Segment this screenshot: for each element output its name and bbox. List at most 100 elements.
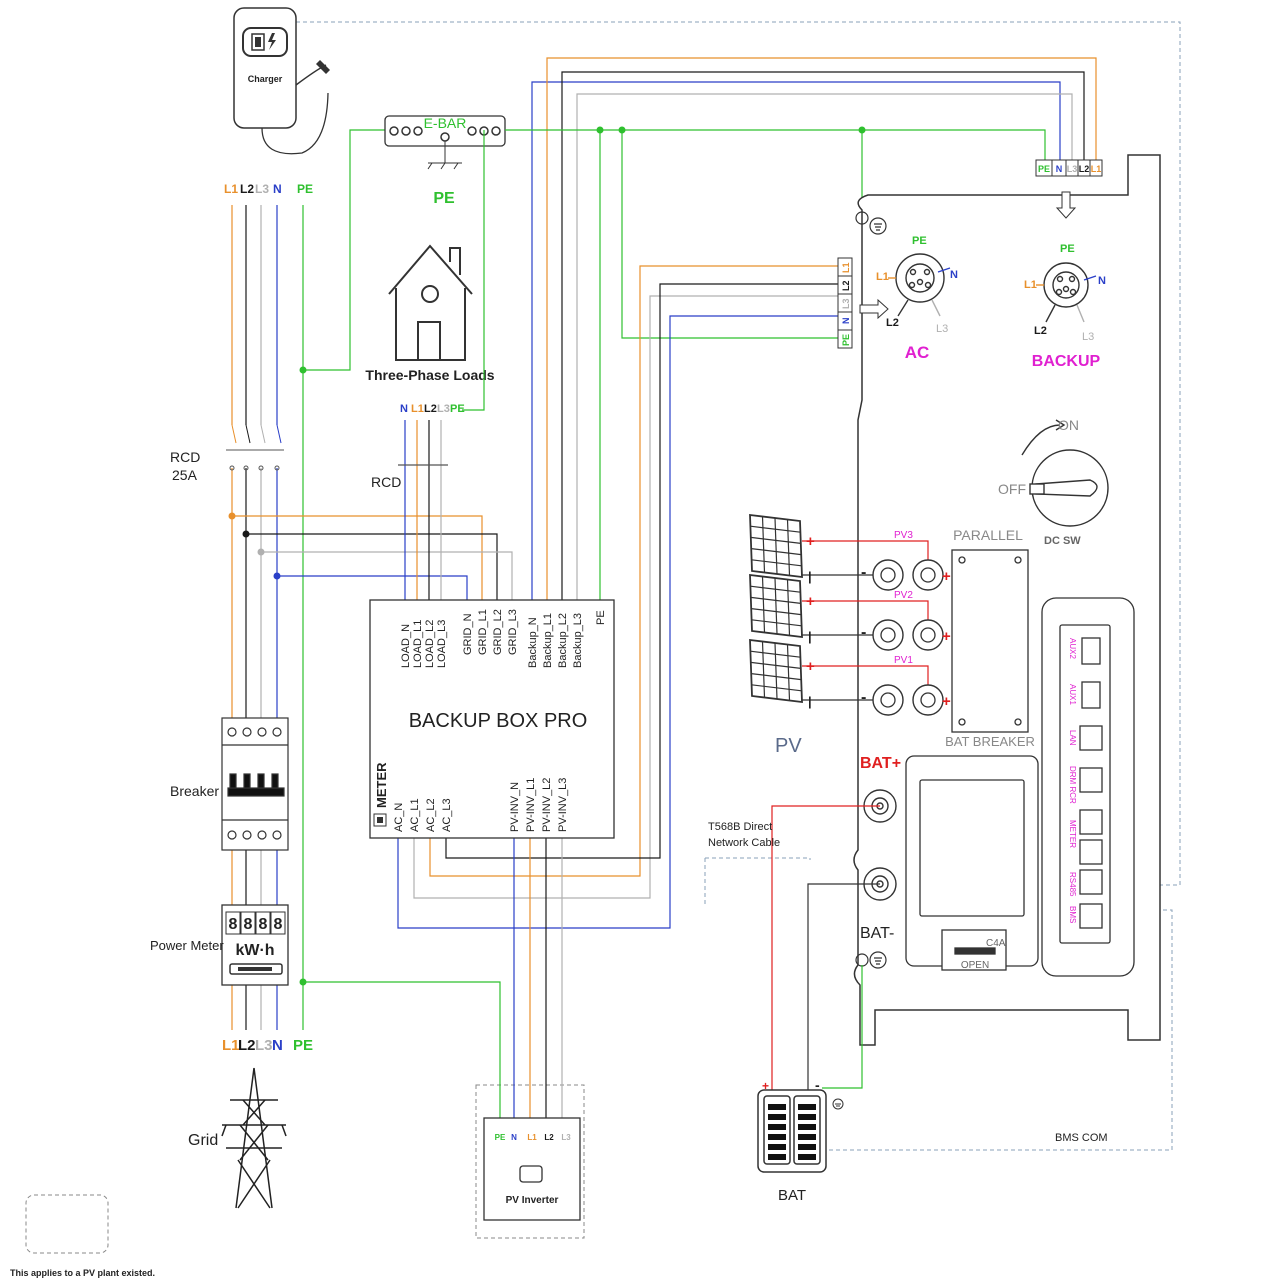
open-label: OPEN — [961, 960, 989, 971]
battery-plus: + — [762, 1079, 769, 1093]
backup-box — [369, 599, 615, 839]
bat-plus-label: BAT+ — [860, 755, 901, 772]
solar-panel-grid — [750, 585, 801, 593]
dc-switch — [1021, 419, 1109, 527]
backup-terminal-labels: PE N L3 L2 L1 — [1038, 164, 1101, 174]
ac-terminal-block — [837, 257, 853, 349]
pv-inverter-label: PV Inverter — [506, 1195, 559, 1206]
solar-panel-grid — [751, 684, 802, 692]
grid-l2: L2 — [238, 1037, 256, 1054]
backup-n: N — [1098, 275, 1106, 287]
meter-digit: 8 — [229, 916, 238, 933]
solar-panel-grid — [786, 644, 791, 701]
pv-minus-sign: - — [861, 689, 866, 706]
charger — [233, 7, 330, 155]
solar-panel-grid — [774, 642, 778, 700]
backup-term-n: N — [1056, 164, 1063, 174]
label-l3: L3 — [255, 182, 269, 196]
terminal-label: PV-INV_L1 — [525, 778, 537, 832]
loads-l1: L1 — [411, 403, 424, 415]
solar-panel-grid — [751, 673, 802, 681]
arrow-right-icon — [859, 298, 889, 320]
backup-box-meter-label: METER — [374, 762, 389, 808]
backup-pe: PE — [1060, 243, 1075, 255]
terminal-label: Backup_N — [527, 617, 539, 668]
three-phase-loads-label: Three-Phase Loads — [365, 367, 494, 383]
terminal-label: PV-INV_L2 — [541, 778, 553, 832]
pv-string-label: PV2 — [894, 590, 913, 601]
label-l1: L1 — [224, 182, 238, 196]
backup-connector-labels: PE L1 N L2 L3 — [1024, 243, 1106, 343]
pv-connector — [872, 684, 904, 716]
port-meter: METER — [1068, 820, 1077, 848]
pv-inv-l1: L1 — [527, 1133, 537, 1142]
pv-connector — [880, 567, 896, 583]
ac-term-l2: L2 — [841, 280, 851, 291]
solar-panel-grid — [751, 608, 802, 616]
pv-connector — [920, 627, 936, 643]
pv-plus-sign: + — [942, 628, 951, 645]
terminal-label: PE — [595, 610, 607, 625]
pv-plus-sign: + — [942, 568, 951, 585]
loads-l2: L2 — [424, 403, 437, 415]
pv-label: PV — [775, 735, 802, 757]
battery-breaker-box — [905, 755, 1039, 971]
battery-label: BAT — [778, 1187, 806, 1204]
port-lan: LAN — [1068, 730, 1077, 746]
pv-inverter — [483, 1117, 581, 1221]
backup-l3: L3 — [1082, 331, 1094, 343]
backup-term-l2: L2 — [1079, 164, 1090, 174]
terminal-label: AC_L1 — [409, 798, 421, 832]
backup-connector — [1036, 262, 1097, 323]
pv-plus-sign: + — [942, 693, 951, 710]
backup-box-bottom-terminals: AC_N AC_L1 AC_L2 AC_L3 PV-INV_N PV-INV_L… — [393, 778, 569, 832]
pv-minus-sign: - — [861, 624, 866, 641]
pv-connector — [880, 692, 896, 708]
loads-wires — [398, 130, 485, 600]
backup-wires — [397, 57, 1097, 1125]
meter-digits: 8 8 8 8 — [229, 916, 283, 933]
solar-panel-grid — [750, 596, 801, 604]
backup-term-l1: L1 — [1091, 164, 1102, 174]
solar-panel-grid — [750, 650, 801, 658]
rcd-main-line2: 25A — [172, 467, 198, 483]
ac-term-n: N — [841, 318, 851, 325]
ac-label: AC — [905, 343, 930, 362]
terminal-label: AC_L2 — [425, 798, 437, 832]
rcd-main-line1: RCD — [170, 449, 200, 465]
parallel-plate — [951, 549, 1029, 733]
power-meter — [221, 904, 289, 986]
rcd-main — [226, 424, 284, 471]
grid-tower-icon — [221, 1067, 287, 1209]
backup-label: BACKUP — [1032, 353, 1101, 370]
ac-connector-labels: PE L1 N L2 L3 — [876, 235, 958, 335]
terminal-label: LOAD_L1 — [412, 620, 424, 668]
pv-connector — [872, 619, 904, 651]
grid-l3: L3 — [255, 1037, 273, 1054]
grid-pe: PE — [293, 1037, 313, 1054]
ac-terminal-labels: L1 L2 L3 N PE — [841, 262, 851, 346]
loads-rcd-label: RCD — [371, 474, 401, 490]
breaker — [221, 717, 289, 851]
pv-minus-sign: | — [808, 569, 812, 584]
left-bus-wires — [231, 129, 513, 1125]
backup-term-pe: PE — [1038, 164, 1050, 174]
ac-l2: L2 — [886, 317, 899, 329]
port-aux1: AUX1 — [1068, 684, 1077, 705]
parallel-label: PARALLEL — [953, 527, 1023, 543]
pv-connector — [912, 619, 944, 651]
label-l2: L2 — [240, 182, 254, 196]
label-n: N — [273, 182, 282, 196]
bat-minus-label: BAT- — [860, 925, 894, 942]
terminal-label: Backup_L2 — [557, 613, 569, 668]
terminal-label: LOAD_L3 — [436, 620, 448, 668]
solar-panel-grid — [750, 536, 801, 544]
e-bar-label: E-BAR — [424, 115, 467, 131]
ac-connector — [888, 253, 951, 317]
meter-digit: 8 — [244, 916, 253, 933]
battery-minus: - — [815, 1077, 820, 1093]
terminal-label: AC_L3 — [441, 798, 453, 832]
grid-l1: L1 — [222, 1037, 240, 1054]
terminal-label: PV-INV_L3 — [557, 778, 569, 832]
solar-panel-grid — [751, 559, 802, 567]
